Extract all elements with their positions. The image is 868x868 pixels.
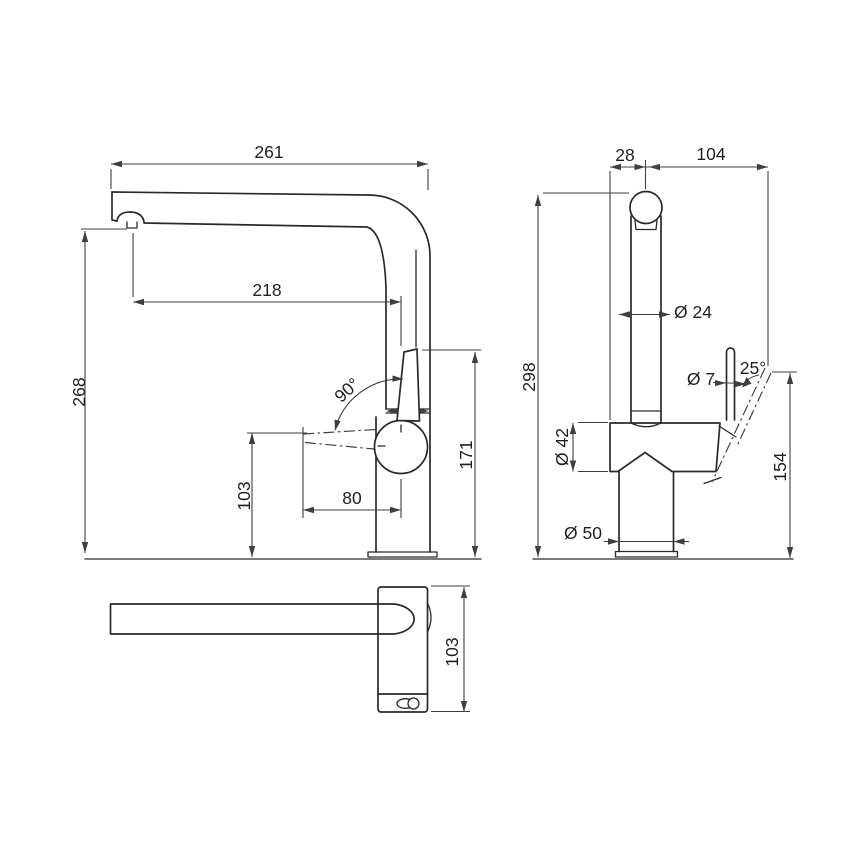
dim-handle-height-label: 103 (234, 481, 254, 510)
aerator-dome (116, 211, 145, 223)
spout-tip-edge (111, 191, 118, 222)
dim-base-diameter-label: Ø 50 (564, 523, 602, 543)
dim-handle-tilt-angle-label: 25° (740, 358, 766, 378)
handle-horizontal-position-top (302, 428, 377, 435)
dim-spout-offset-label: 28 (615, 145, 634, 165)
spout-end-neck (634, 219, 658, 231)
body-cylinder-front (609, 422, 721, 473)
base-plinth-front (614, 550, 679, 558)
body-rect-top (377, 586, 429, 713)
dim-body-depth-label: 103 (442, 637, 462, 666)
top-view: 103 (109, 585, 470, 713)
dim-spout-tube-diameter: Ø 24 (619, 302, 712, 322)
spout-inner-profile (143, 222, 387, 410)
handle-boss-bump-top (426, 602, 432, 633)
dim-body-diameter-label: Ø 42 (552, 428, 572, 466)
dim-handle-height: 103 (234, 427, 307, 557)
spout-bar-top (109, 603, 395, 635)
dim-handle-tip-height: 154 (770, 371, 797, 558)
dim-total-height-label: 298 (519, 362, 539, 391)
base-column-front (618, 470, 675, 553)
handle-tilted-position-short (736, 372, 772, 447)
dim-aerator-height: 268 (69, 228, 127, 553)
dim-handle-rod-diameter-label: Ø 7 (687, 369, 715, 389)
spout-tube-front (630, 215, 662, 424)
dim-base-diameter: Ø 50 (564, 523, 689, 545)
dim-spout-offset-and-handle-reach: 28 104 (609, 144, 769, 420)
handle-horizontal-position-bottom (304, 441, 375, 450)
dim-handle-reach-label: 104 (696, 144, 725, 164)
front-view: 28 104 298 Ø 24 Ø 7 25° (519, 144, 797, 560)
dim-body-diameter: Ø 42 (552, 421, 608, 473)
dim-body-top-height: 171 (422, 349, 481, 557)
dim-body-top-height-label: 171 (456, 440, 476, 469)
tube-body-saddle (630, 422, 662, 428)
dim-handle-length: 80 (303, 479, 402, 518)
dim-handle-length-label: 80 (342, 488, 362, 508)
dim-handle-rod-diameter: Ø 7 (687, 369, 746, 389)
lever-handle-side (396, 348, 421, 422)
dim-aerator-reach: 218 (132, 233, 402, 346)
side-view-outline (84, 191, 482, 560)
dim-total-reach: 261 (110, 142, 429, 190)
dim-handle-tilt-angle: 25° (740, 358, 766, 388)
side-view: 261 218 268 90° 103 (69, 142, 482, 560)
dim-aerator-reach-label: 218 (252, 280, 281, 300)
spout-end-circle (629, 190, 663, 225)
spout-outer-profile (111, 191, 431, 553)
dim-total-height: 298 (519, 192, 629, 557)
handle-tilted-position-long (711, 367, 766, 483)
dim-handle-tip-height-label: 154 (770, 452, 790, 481)
dim-aerator-height-label: 268 (69, 377, 89, 406)
handle-knob-circle-top (407, 697, 420, 710)
dim-spout-tube-diameter-label: Ø 24 (674, 302, 712, 322)
spout-end-cap-top (393, 603, 415, 635)
dim-body-depth: 103 (431, 585, 470, 713)
handle-rod-front (725, 347, 736, 421)
aerator-outlet (126, 221, 138, 229)
collar-width-arrow-right (418, 408, 429, 414)
front-view-outline (532, 190, 794, 560)
dim-handle-swing-angle-label: 90° (330, 374, 363, 407)
base-plinth-side (367, 551, 438, 558)
top-view-outline (109, 586, 432, 713)
dim-total-reach-label: 261 (254, 142, 283, 162)
collar-width-arrow-left (386, 408, 397, 414)
handle-boss-edge (718, 425, 737, 438)
